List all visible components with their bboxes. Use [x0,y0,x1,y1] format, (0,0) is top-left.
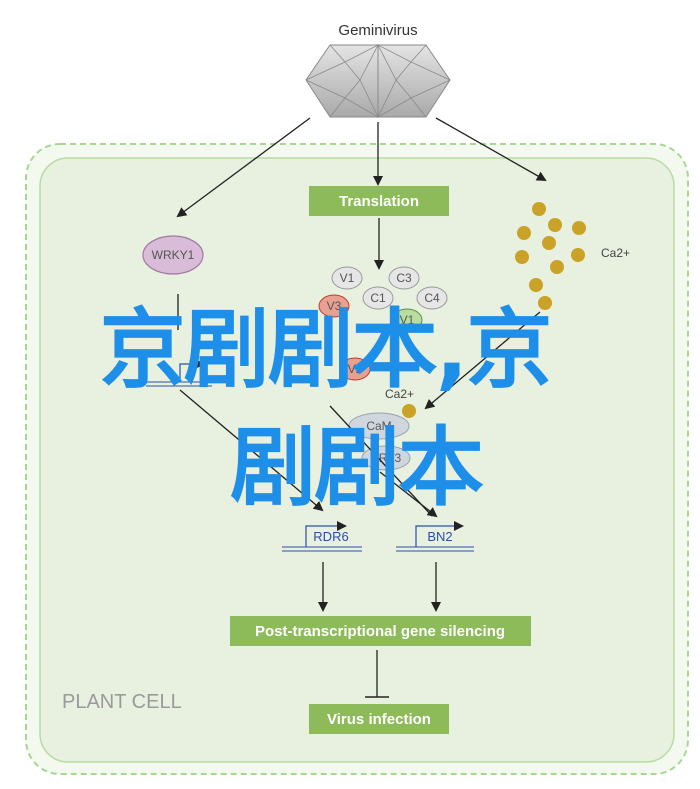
arrow-virus-wrky [176,117,311,218]
calcium-cluster [515,202,586,310]
wrky1-label: WRKY1 [152,248,195,262]
protein-c1: C1 [370,291,386,305]
protein-v1b: V1 [400,313,415,327]
arrow-calcium-cam [424,311,541,410]
protein-c4: C4 [424,291,440,305]
bn2-label: BN2 [427,529,452,544]
calcium-label-2: Ca2+ [385,387,414,401]
gene-bn2: BN2 [396,521,474,552]
line-v2-bn2 [329,405,433,517]
translation-label: Translation [339,193,419,210]
art3-label: ART3 [371,451,402,465]
arrow-art3-bn2 [379,471,438,518]
calcium-dot [402,404,416,418]
protein-v2: V2 [348,362,363,376]
ptgs-label: Post-transcriptional gene silencing [255,623,505,640]
protein-v3: V3 [327,299,342,313]
infection-box [309,704,449,734]
protein-v1: V1 [340,271,355,285]
gene-rdr6: RDR6 [282,521,362,552]
ptgs-box [230,616,531,646]
plant-cell-inner [39,157,675,763]
calcium-label: Ca2+ [601,246,630,260]
geminivirus-icon [305,44,451,118]
plant-cell-label: PLANT CELL [62,691,182,713]
translation-box [309,186,449,216]
infection-label: Virus infection [327,711,431,728]
viral-proteins: V1 C3 C1 C4 V3 V1 V2 [318,266,448,381]
protein-c3: C3 [396,271,412,285]
arrow-wrky-rdr6 [179,389,324,512]
art3-node [361,445,411,471]
virus-label: Geminivirus [338,22,417,39]
wrky-promoter-arrow [179,359,205,382]
arrow-virus-calcium [435,117,547,181]
wrky1-node [142,235,204,275]
cam-label: CaM [366,419,391,433]
rdr6-label: RDR6 [313,529,348,544]
